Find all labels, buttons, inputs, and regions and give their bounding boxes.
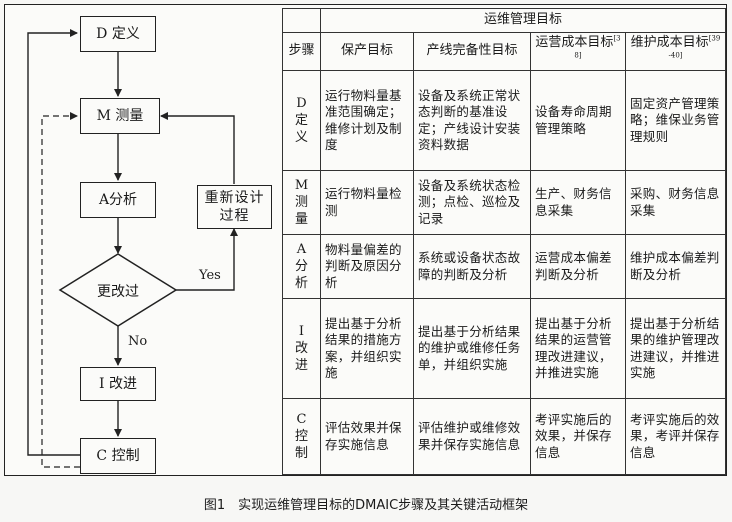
table-cell: 考评实施后的效果，考评并保存信息 [624,398,727,475]
table-cell: 运行物料量检测 [320,170,414,235]
table-cell: 考评实施后的效果，并保存信息 [530,398,626,475]
table-cell: 评估效果并保存实施信息 [320,398,414,475]
improve-box: I 改进 [80,367,156,401]
table-cell: 系统或设备状态故障的判断及分析 [413,234,531,299]
table-cell: 提出基于分析结果的维护管理改进建议，并推进实施 [624,298,727,399]
no-label: No [128,334,148,349]
table-cell: 设备寿命周期管理策略 [530,70,626,171]
control-box: C 控制 [80,438,156,474]
column-header: 保产目标 [320,32,414,71]
step-header: 步骤 [282,32,321,71]
table-cell: 采购、财务信息采集 [624,170,727,235]
table-top-header-row: 运维管理目标 [282,8,727,33]
figure-caption: 图1 实现运维管理目标的DMAIC步骤及其关键活动框架 [203,498,529,513]
redesign-box: 重新设计过程 [197,185,272,229]
yes-label: Yes [199,268,221,283]
table-cell: 运营成本偏差判断及分析 [530,234,626,299]
table-cell: 提出基于分析结果的维护或维修任务单，并组织实施 [413,298,531,399]
arrow-control-to-define [27,29,80,456]
dashed-arrow-control-to-measure [41,112,80,468]
table-cell: 设备及系统正常状态判断的基准设定；产线设计安装资料数据 [413,70,531,171]
table-cell: 提出基于分析结果的措施方案，并组织实施 [320,298,414,399]
table-cell: 评估维护或维修效果并保存实施信息 [413,398,531,475]
dmaic-activity-table: 运维管理目标 步骤 保产目标 产线完备性目标 运营成本目标[38] 维护成本目标… [282,8,727,475]
column-header: 维护成本目标[39-40] [624,32,727,71]
table-column-header-row: 步骤 保产目标 产线完备性目标 运营成本目标[38] 维护成本目标[39-40] [282,32,727,71]
flowchart-connectors [27,29,238,468]
table-cell: 维护成本偏差判断及分析 [624,234,727,299]
analyze-box: A分析 [80,182,156,218]
measure-box: M 测量 [80,98,160,134]
define-box: D 定义 [80,16,156,52]
column-header: 产线完备性目标 [413,32,531,71]
table-cell: 设备及系统状态检测；点检、巡检及记录 [413,170,531,235]
decision-label: 更改过 [97,284,139,300]
top-header: 运维管理目标 [319,8,727,33]
arrow-decision-to-redesign [176,228,238,291]
column-header: 运营成本目标[38] [530,32,626,71]
table-cell: 生产、财务信息采集 [530,170,626,235]
table-cell: 物料量偏差的判断及原因分析 [320,234,414,299]
table-cell: 提出基于分析结果的运营管理改进建议，并推进实施 [530,298,626,399]
arrow-redesign-to-measure [160,112,235,184]
table-cell: 运行物料量基准范围确定；维修计划及制度 [320,70,414,171]
table-cell: 固定资产管理策略；维保业务管理规则 [624,70,727,171]
